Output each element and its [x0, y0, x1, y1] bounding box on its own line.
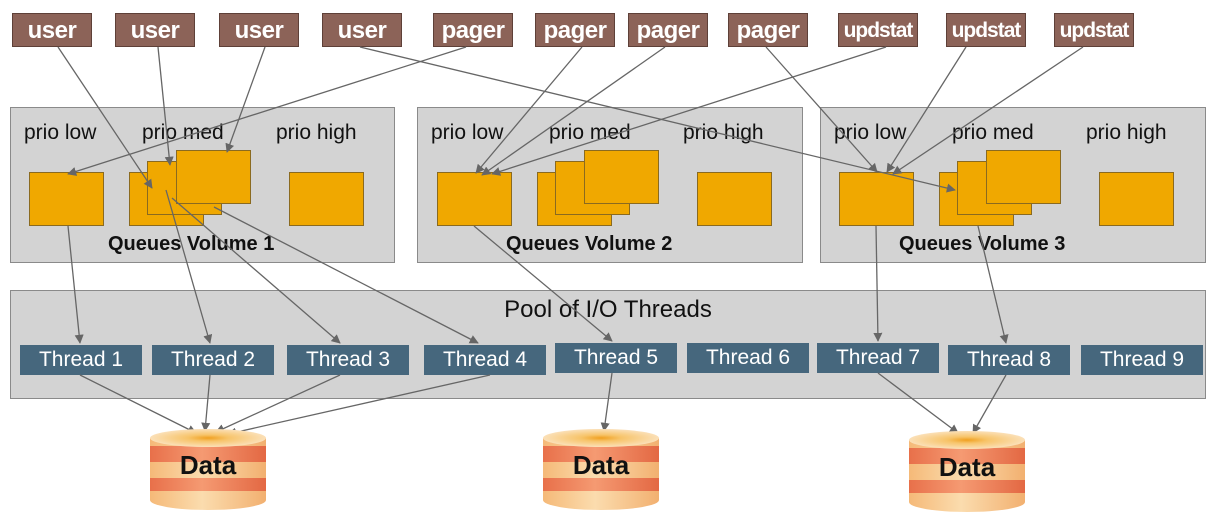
arrow-updstat3-to-vol3-low — [892, 46, 1084, 175]
thread-pool-title: Pool of I/O Threads — [504, 296, 712, 323]
data-store-3 — [909, 431, 1025, 512]
vol3-queue-high — [1099, 172, 1174, 226]
source-updstat-3: updstat — [1054, 13, 1134, 47]
vol1-queue-high — [289, 172, 364, 226]
arrow-vol3-med-to-thread-8 — [977, 225, 1009, 344]
arrow-thread-1-to-data-1 — [79, 374, 197, 434]
vol2-prio-high-label: prio high — [683, 121, 764, 144]
source-user-4: user — [322, 13, 402, 47]
arrow-pager4-to-vol3-low — [765, 46, 878, 173]
source-updstat-2: updstat — [946, 13, 1026, 47]
thread-3: Thread 3 — [287, 345, 409, 375]
source-pager-3: pager — [628, 13, 708, 47]
arrow-pager3-to-vol2-low — [481, 46, 666, 176]
arrow-vol1-med-to-thread-2 — [165, 189, 213, 344]
vol2-queue-med-3 — [584, 150, 659, 204]
data-store-1 — [150, 429, 266, 510]
source-user-1: user — [12, 13, 92, 47]
source-pager-2: pager — [535, 13, 615, 47]
vol2-title: Queues Volume 2 — [506, 233, 673, 255]
thread-7: Thread 7 — [817, 343, 939, 373]
source-pager-4: pager — [728, 13, 808, 47]
thread-2: Thread 2 — [152, 345, 274, 375]
vol3-queue-med-3 — [986, 150, 1061, 204]
thread-6: Thread 6 — [687, 343, 809, 373]
arrow-vol2-low-to-thread-5 — [473, 225, 613, 342]
vol1-prio-med-label: prio med — [142, 121, 224, 144]
data-store-2 — [543, 429, 659, 510]
arrow-updstat2-to-vol3-low — [886, 46, 967, 173]
arrow-vol1-med-to-thread-3 — [171, 197, 341, 344]
vol2-queue-low — [437, 172, 512, 226]
vol3-queue-low — [839, 172, 914, 226]
vol1-title: Queues Volume 1 — [108, 233, 275, 255]
arrow-pager1-to-vol1-low — [67, 46, 467, 176]
vol1-prio-high-label: prio high — [276, 121, 357, 144]
arrow-vol1-med-to-thread-4 — [213, 206, 479, 344]
thread-8: Thread 8 — [948, 345, 1070, 375]
vol2-queue-high — [697, 172, 772, 226]
arrow-pager2-to-vol2-low — [475, 46, 583, 174]
thread-4: Thread 4 — [424, 345, 546, 375]
thread-9: Thread 9 — [1081, 345, 1203, 375]
arrow-thread-2-to-data-1 — [201, 374, 211, 432]
vol3-prio-high-label: prio high — [1086, 121, 1167, 144]
arrow-thread-4-to-data-1 — [227, 374, 491, 437]
data-store-3-label: Data — [938, 452, 996, 482]
arrow-thread-7-to-data-3 — [877, 372, 959, 434]
vol3-prio-med-label: prio med — [952, 121, 1034, 144]
arrow-thread-3-to-data-1 — [215, 374, 341, 433]
data-store-1-label: Data — [179, 450, 237, 480]
arrow-user3-to-vol1-med — [225, 46, 266, 153]
arrow-user1-to-vol1-med — [57, 46, 153, 189]
arrow-thread-8-to-data-3 — [972, 374, 1007, 434]
arrow-updstat1-to-vol2-low — [491, 46, 887, 176]
vol2-prio-med-label: prio med — [549, 121, 631, 144]
thread-5: Thread 5 — [555, 343, 677, 373]
source-user-2: user — [115, 13, 195, 47]
arrow-thread-5-to-data-2 — [600, 372, 613, 432]
vol3-prio-low-label: prio low — [834, 121, 907, 144]
source-pager-1: pager — [433, 13, 513, 47]
arrow-vol3-low-to-thread-7 — [873, 225, 883, 342]
vol1-queue-med-3 — [176, 150, 251, 204]
data-store-2-label: Data — [572, 450, 630, 480]
thread-1: Thread 1 — [20, 345, 142, 375]
arrow-user2-to-vol1-med — [157, 46, 174, 166]
arrow-vol1-low-to-thread-1 — [67, 225, 84, 344]
source-updstat-1: updstat — [838, 13, 918, 47]
source-user-3: user — [219, 13, 299, 47]
vol1-queue-low — [29, 172, 104, 226]
vol2-prio-low-label: prio low — [431, 121, 504, 144]
arrow-user4-to-vol3-med — [359, 46, 956, 193]
vol1-prio-low-label: prio low — [24, 121, 97, 144]
